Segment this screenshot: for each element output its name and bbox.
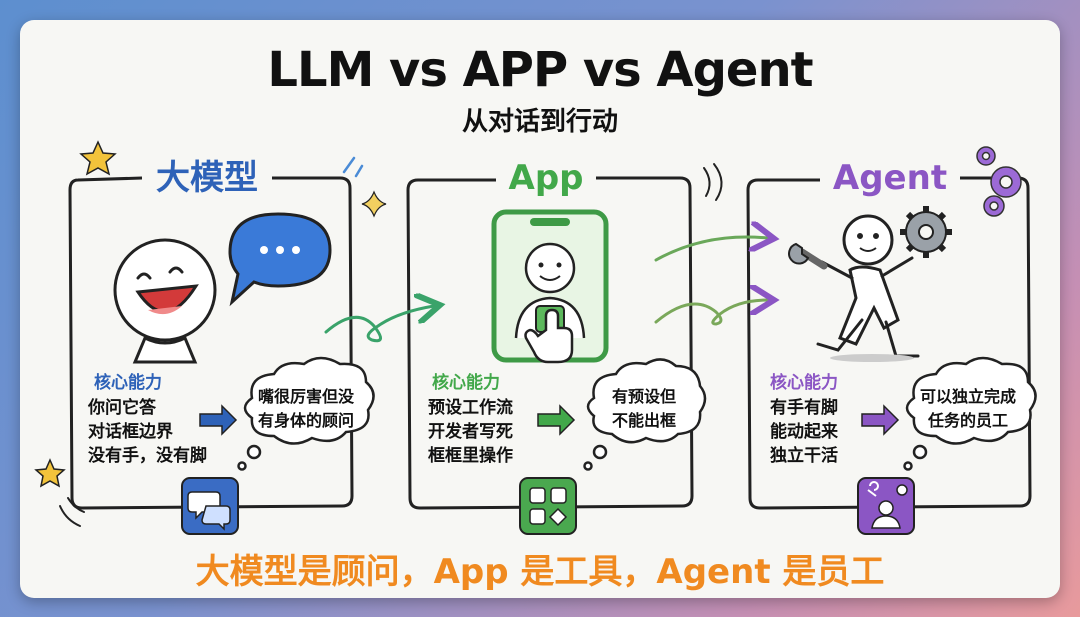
main-title: LLM vs APP vs Agent [267,42,813,98]
llm-figure [113,238,217,364]
star-icon [34,458,66,488]
capability-title-agent: 核心能力 [770,373,838,393]
app-figure [491,209,609,364]
capability-item: 框框里操作 [428,446,513,466]
app-grid-icon [519,477,577,535]
capability-item: 有手有脚 [770,398,838,418]
bubble-text-agent-1: 可以独立完成 [919,387,1016,406]
capability-item: 对话框边界 [88,422,173,442]
subtitle: 从对话到行动 [461,107,618,137]
thought-bubble-llm [237,356,375,471]
thought-bubble-app [583,358,707,471]
agent-figure [816,214,920,358]
capability-item: 预设工作流 [428,398,513,418]
arrow-right-icon [199,404,238,436]
panel-title-llm: 大模型 [142,158,272,198]
bubble-text-app-2: 不能出框 [611,411,676,430]
gear-icon [900,206,952,258]
worker-gear-icon [857,477,915,535]
panel-title-app: App [496,158,596,198]
arrow-right-icon [861,404,900,436]
bubble-text-app-1: 有预设但 [611,387,676,406]
bubble-text-llm-2: 有身体的顾问 [257,411,354,430]
capability-title-app: 核心能力 [432,373,500,393]
capability-item: 你问它答 [88,398,156,418]
bubble-text-agent-2: 任务的员工 [927,411,1008,430]
star-icon [79,140,117,176]
sketch-artwork [34,140,1037,535]
infographic-board: LLM vs APP vs Agent 从对话到行动 大模型 App Agent… [20,20,1060,598]
chat-bubbles-icon [181,477,239,535]
bubble-text-llm-1: 嘴很厉害但没 [257,387,354,406]
bottom-conclusion: 大模型是顾问，App 是工具，Agent 是员工 [195,552,885,592]
wrench-icon [788,242,828,270]
capability-title-llm: 核心能力 [94,373,162,393]
capability-item: 独立干活 [770,446,838,466]
arrow-app-to-agent-1 [654,237,768,262]
arrow-right-icon [537,404,576,436]
panel-title-agent: Agent [820,158,960,198]
thought-bubble-agent [903,356,1037,471]
capability-item: 没有手，没有脚 [88,446,207,466]
capability-item: 能动起来 [770,422,838,442]
speech-bubble-icon [228,212,332,307]
arrow-llm-to-app [324,306,434,343]
agent-face [857,233,879,252]
purple-gears-icon [976,146,1022,217]
sparkle-icon [361,190,387,218]
capability-item: 开发者写死 [428,422,513,442]
arrow-app-to-agent-2 [654,300,768,326]
